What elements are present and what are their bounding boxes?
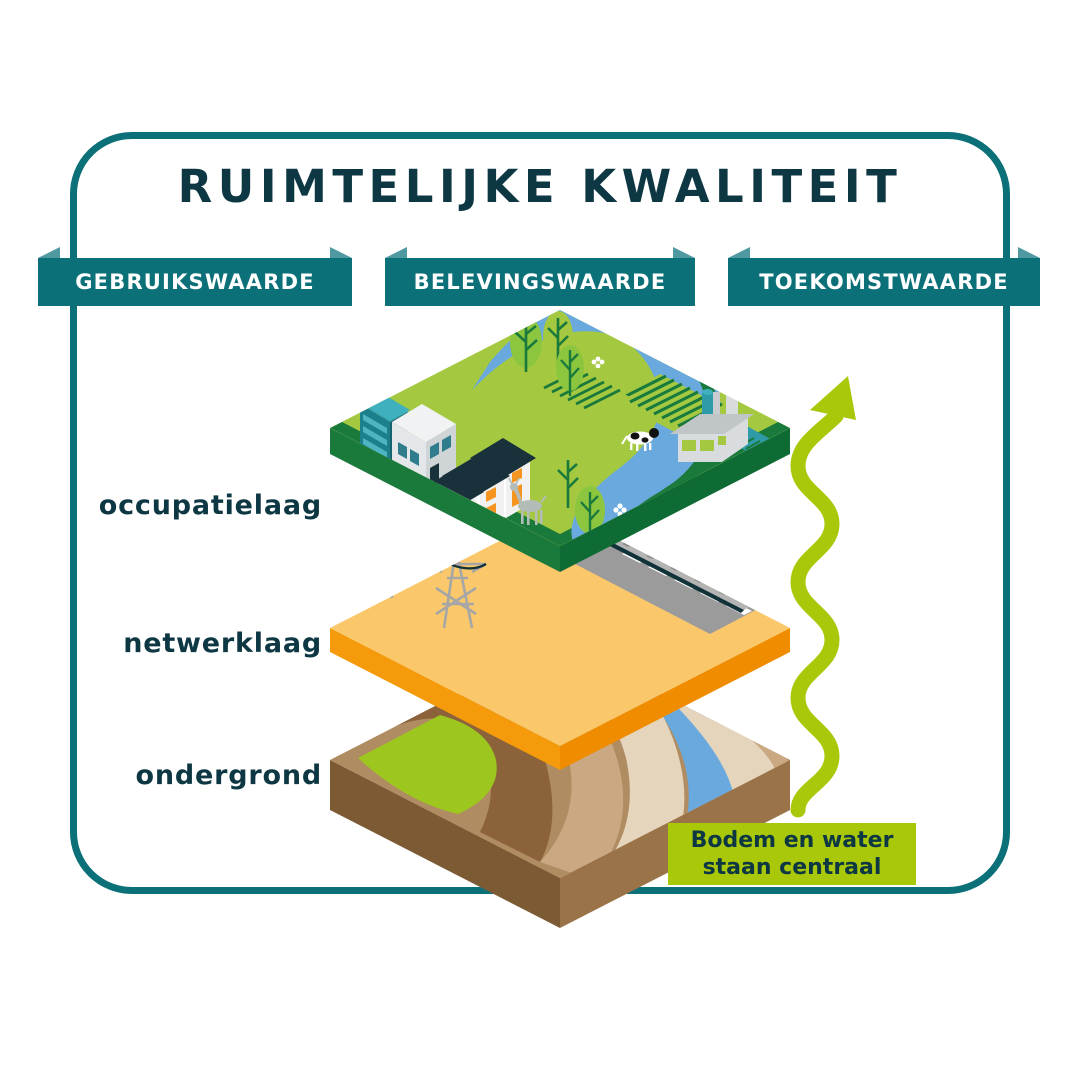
callout-line-2: staan centraal [702,855,882,880]
tab-belevingswaarde[interactable]: BELEVINGSWAARDE [385,247,695,306]
ribbon-fold-left-icon [38,247,60,258]
power-line [351,537,429,569]
deer-icon [508,477,547,525]
power-pylon-icon [351,512,409,599]
layer-occupatielaag [330,310,790,572]
ribbon-fold-right-icon [673,247,695,258]
ribbon-fold-right-icon [1018,247,1040,258]
layer-label-netwerklaag: netwerklaag [123,628,322,659]
cow-icon [621,428,659,451]
flower-icon [591,356,605,378]
tab-label: TOEKOMSTWAARDE [759,270,1009,294]
tree [556,345,584,396]
page-title: RUIMTELIJKE KWALITEIT [177,160,903,213]
isometric-layer-stack [330,310,850,960]
ribbon-fold-left-icon [728,247,750,258]
ribbon-fold-left-icon [385,247,407,258]
tab-toekomstwaarde[interactable]: TOEKOMSTWAARDE [728,247,1040,306]
tree [552,453,584,508]
tab-gebruikswaarde[interactable]: GEBRUIKSWAARDE [38,247,352,306]
callout-line-1: Bodem en water [690,828,894,853]
tab-label: BELEVINGSWAARDE [413,270,667,294]
tree [575,486,605,540]
layer-label-ondergrond: ondergrond [135,760,322,791]
ribbon-fold-right-icon [330,247,352,258]
layer-label-occupatielaag: occupatielaag [98,490,322,521]
callout-bodem-en-water: Bodem en water staan centraal [668,823,916,885]
tab-label: GEBRUIKSWAARDE [75,270,315,294]
wavy-upward-arrow-icon [790,376,856,818]
